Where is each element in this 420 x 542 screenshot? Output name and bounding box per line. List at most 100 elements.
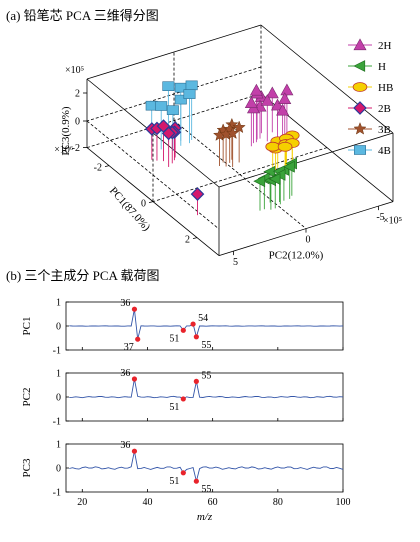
score-points (145, 80, 300, 201)
pc1-tick (192, 237, 198, 239)
pc3-tick-label: 0 (75, 117, 80, 128)
point-2H (276, 103, 290, 116)
loading-line-pc3 (69, 451, 344, 482)
pc3-tick-label: 2 (75, 89, 80, 100)
y-tick-label: 1 (56, 298, 61, 309)
y-axis-label: PC2 (21, 388, 33, 407)
pc1-tick (148, 201, 154, 203)
loading-line-pc2 (69, 378, 344, 400)
point-H (253, 175, 266, 188)
legend-marker (352, 82, 368, 92)
pca-score-3d-plot: (a) 铅笔芯 PCA 三维得分图 20-220-250-5 PC3(0.9%)… (6, 8, 402, 268)
legend-label: H (378, 61, 386, 73)
legend-marker (353, 38, 367, 51)
legend-label: 4B (378, 145, 391, 157)
panel-a-title: (a) 铅笔芯 PCA 三维得分图 (6, 8, 159, 23)
point-2H (249, 83, 263, 96)
point-H (268, 173, 281, 185)
peak-label: 55 (201, 484, 211, 495)
point-2H (278, 92, 292, 104)
peak-label: 55 (201, 340, 211, 351)
peak-label: 36 (120, 298, 130, 309)
point-3B (232, 120, 246, 134)
legend-marker (353, 145, 366, 155)
box-edge (86, 24, 262, 80)
point-HB (265, 141, 281, 152)
box-edge (260, 24, 394, 134)
pc1-tick-label: 0 (141, 199, 146, 210)
point-2H (260, 94, 274, 106)
legend-item: 2H (348, 38, 392, 52)
y-tick-label: 1 (56, 440, 61, 451)
point-2B (190, 187, 205, 201)
peak-label: 37 (124, 342, 134, 353)
peak-label: 51 (169, 402, 179, 413)
peak-label: 51 (169, 333, 179, 344)
point-2H (280, 83, 294, 96)
pc1-tick-label: 2 (185, 235, 190, 246)
pc2-tick-label: 0 (306, 235, 311, 246)
loading-subplots: -101PC13637515455-101PC2365155-101PC3365… (21, 298, 351, 509)
point-H (283, 160, 295, 173)
legend-label: 2B (378, 103, 391, 115)
peak-marker (180, 327, 186, 333)
peak-label: 36 (120, 368, 130, 379)
point-4B (162, 81, 175, 91)
peak-marker (131, 306, 138, 312)
x-tick-label: 20 (77, 497, 87, 508)
legend-marker (353, 122, 367, 135)
x-tick-label: 100 (336, 497, 351, 508)
x-tick-label: 40 (142, 497, 152, 508)
peak-marker (193, 478, 199, 484)
peak-label: 51 (169, 476, 179, 487)
pc1-tick (104, 165, 110, 167)
peak-label: 36 (120, 440, 130, 451)
legend-marker (353, 60, 366, 72)
peak-marker (193, 378, 199, 384)
point-4B (166, 105, 179, 115)
legend-item: HB (348, 82, 393, 94)
grid-line (86, 66, 262, 122)
peak-marker (131, 376, 138, 382)
pca-loadings-plot: (b) 三个主成分 PCA 载荷图 -101PC13637515455-101P… (6, 268, 351, 523)
grid-line (152, 147, 328, 202)
peak-marker (135, 336, 141, 342)
legend: 2H H HB 2B 3B 4B (348, 38, 393, 157)
x-tick-label: 80 (273, 497, 283, 508)
peak-label: 55 (201, 370, 211, 381)
point-2H (244, 96, 258, 108)
point-4B (185, 80, 198, 91)
x-axis-label: m/z (197, 511, 213, 523)
y-axis-label: PC3 (21, 458, 33, 477)
legend-marker (353, 101, 367, 115)
y-tick-label: 0 (56, 322, 61, 333)
peak-marker (180, 470, 186, 476)
3d-axis-ticks: 20-220-250-5 (72, 89, 385, 269)
x-tick-label: 60 (208, 497, 218, 508)
peak-label: 54 (198, 313, 208, 324)
legend-label: HB (378, 82, 393, 94)
point-4B (174, 94, 187, 105)
pc1-tick-label: -2 (94, 163, 102, 174)
y-tick-label: 0 (56, 464, 61, 475)
legend-label: 3B (378, 124, 391, 136)
y-tick-label: 1 (56, 369, 61, 380)
peak-marker (131, 448, 138, 454)
loading-line-pc1 (69, 309, 344, 340)
pc2-axis-label: PC2(12.0%) (269, 250, 324, 262)
peak-marker (180, 396, 186, 402)
pc3-axis-label: PC3(0.9%) (60, 106, 72, 156)
y-tick-label: -1 (53, 488, 61, 499)
peak-marker (193, 334, 199, 340)
legend-item: 3B (348, 122, 391, 136)
point-2H (270, 98, 285, 111)
panel-b-title: (b) 三个主成分 PCA 载荷图 (6, 268, 159, 283)
peak-marker (190, 321, 196, 327)
pc2-tick-label: 5 (233, 257, 238, 268)
legend-label: 2H (378, 40, 392, 52)
point-2H (265, 86, 279, 99)
